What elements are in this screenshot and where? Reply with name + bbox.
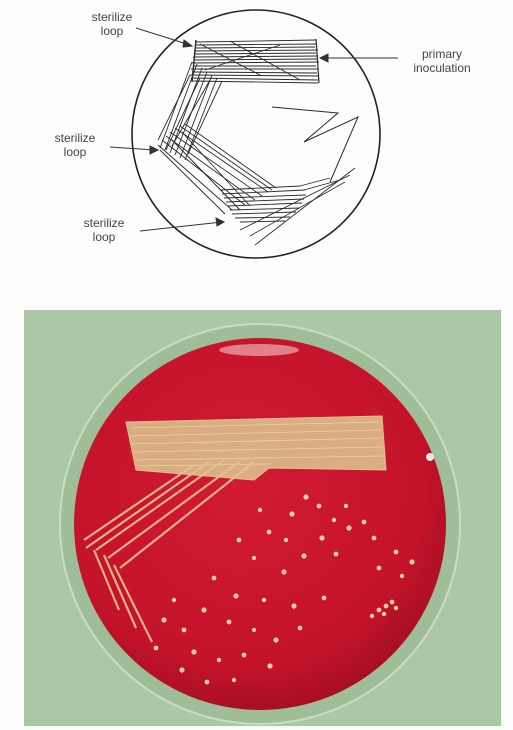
primary-inoculation-streak xyxy=(190,39,319,83)
agar-surface xyxy=(74,338,446,710)
sterilize-loop-label-middle: sterilizeloop xyxy=(40,131,110,159)
reflection-dot xyxy=(426,453,434,461)
zigzag-streak xyxy=(272,107,358,182)
streak-plate-diagram: sterilizeloop primaryinoculation sterili… xyxy=(0,0,513,300)
sterilize-loop-label-bottom: sterilizeloop xyxy=(64,216,144,244)
photo-svg xyxy=(24,310,501,726)
primary-inoculation-label: primaryinoculation xyxy=(392,47,492,75)
fourth-streak xyxy=(220,168,355,245)
glare xyxy=(219,344,299,356)
sterilize-loop-label-top: sterilizeloop xyxy=(72,10,152,38)
blood-agar-plate-photo xyxy=(24,310,501,726)
second-streak xyxy=(158,62,222,160)
